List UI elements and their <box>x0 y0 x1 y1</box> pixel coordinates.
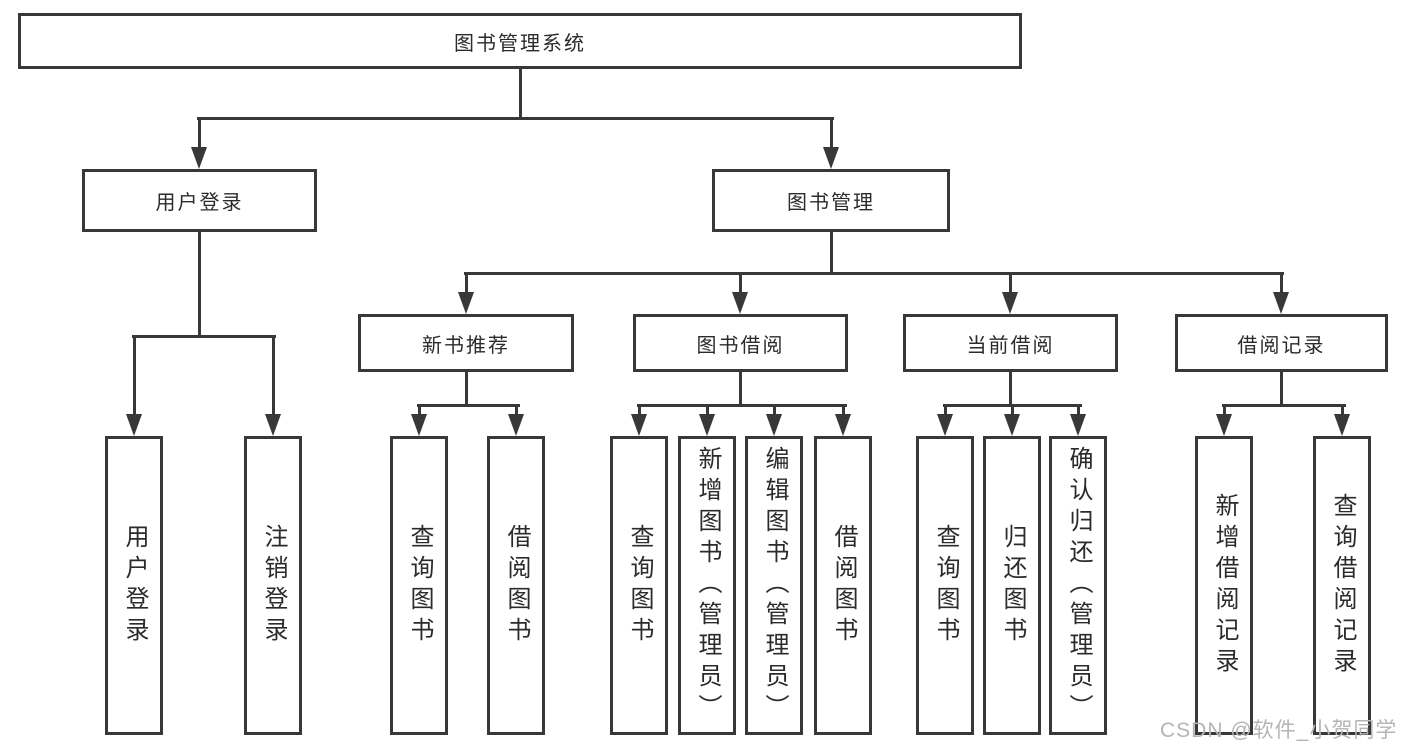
node-library-management-system: 图书管理系统 <box>18 13 1022 69</box>
arrow-down-icon <box>1273 292 1289 314</box>
arrow-down-icon <box>1004 414 1020 436</box>
connector-drop-leaf <box>133 335 136 417</box>
connector-drop-leaf <box>706 404 709 417</box>
arrow-down-icon <box>265 414 281 436</box>
leaf-label: 查询图书 <box>932 523 959 648</box>
leaf-logout: 注销登录 <box>244 436 302 735</box>
arrow-down-icon <box>937 414 953 436</box>
arrow-down-icon <box>766 414 782 436</box>
connector-drop-book-management <box>830 117 833 151</box>
node-label: 图书管理系统 <box>454 32 586 55</box>
connector-drop-leaf <box>1011 404 1014 417</box>
arrow-down-icon <box>191 147 207 169</box>
leaf-return-books: 归还图书 <box>983 436 1041 735</box>
leaf-confirm-return-admin: 确认归还（管理员） <box>1049 436 1107 735</box>
connector-drop-leaf <box>773 404 776 417</box>
node-current-borrowing: 当前借阅 <box>903 314 1118 372</box>
connector-root-bus <box>197 117 834 120</box>
leaf-add-borrow-record: 新增借阅记录 <box>1195 436 1253 735</box>
arrow-down-icon <box>699 414 715 436</box>
connector-drop-book-borrow <box>739 272 742 296</box>
arrow-down-icon <box>835 414 851 436</box>
connector-drop-leaf <box>515 404 518 417</box>
arrow-down-icon <box>1334 414 1350 436</box>
leaf-label: 编辑图书（管理员） <box>761 446 788 725</box>
node-label: 图书管理 <box>787 192 875 214</box>
leaf-label: 确认归还（管理员） <box>1065 446 1092 725</box>
leaf-add-books-admin: 新增图书（管理员） <box>678 436 736 735</box>
leaf-label: 借阅图书 <box>830 523 857 648</box>
connector-drop-leaf <box>1077 404 1080 417</box>
connector-drop-leaf <box>272 335 275 417</box>
node-label: 当前借阅 <box>966 334 1055 357</box>
connector-new-book-stem <box>465 372 468 407</box>
leaf-label: 新增借阅记录 <box>1211 492 1238 679</box>
leaf-label: 查询借阅记录 <box>1329 492 1356 679</box>
connector-user-login-stem <box>198 232 201 337</box>
connector-drop-leaf <box>944 404 947 417</box>
arrow-down-icon <box>126 414 142 436</box>
node-book-management: 图书管理 <box>712 169 950 232</box>
connector-drop-borrow-records <box>1280 272 1283 296</box>
connector-borrow-records-bus <box>1222 404 1346 407</box>
connector-drop-new-book <box>465 272 468 296</box>
connector-drop-leaf <box>1341 404 1344 417</box>
leaf-label: 新增图书（管理员） <box>694 446 721 725</box>
connector-drop-leaf <box>418 404 421 417</box>
csdn-watermark: CSDN @软件_小贺同学 <box>1160 719 1398 742</box>
connector-book-management-stem <box>830 232 833 274</box>
connector-book-management-bus <box>464 272 1284 275</box>
node-label: 用户登录 <box>155 192 244 214</box>
connector-drop-leaf <box>842 404 845 417</box>
connector-drop-leaf <box>638 404 641 417</box>
node-label: 借阅记录 <box>1237 334 1326 357</box>
node-label: 图书借阅 <box>696 334 785 357</box>
connector-drop-user-login <box>198 117 201 151</box>
connector-current-borrow-stem <box>1009 372 1012 407</box>
arrow-down-icon <box>411 414 427 436</box>
leaf-borrow-books-recommend: 借阅图书 <box>487 436 545 735</box>
node-user-login: 用户登录 <box>82 169 317 232</box>
leaf-label: 借阅图书 <box>503 523 530 648</box>
arrow-down-icon <box>1216 414 1232 436</box>
arrow-down-icon <box>458 292 474 314</box>
leaf-label: 查询图书 <box>626 523 653 648</box>
arrow-down-icon <box>1002 292 1018 314</box>
node-book-borrowing: 图书借阅 <box>633 314 848 372</box>
leaf-query-books-borrow: 查询图书 <box>610 436 668 735</box>
leaf-user-login: 用户登录 <box>105 436 163 735</box>
leaf-label: 用户登录 <box>121 523 148 648</box>
leaf-borrow-books: 借阅图书 <box>814 436 872 735</box>
connector-drop-current-borrow <box>1009 272 1012 296</box>
connector-user-login-bus <box>132 335 276 338</box>
connector-drop-leaf <box>1223 404 1226 417</box>
arrow-down-icon <box>508 414 524 436</box>
arrow-down-icon <box>1070 414 1086 436</box>
leaf-query-borrow-record: 查询借阅记录 <box>1313 436 1371 735</box>
node-borrowing-records: 借阅记录 <box>1175 314 1388 372</box>
node-new-book-recommend: 新书推荐 <box>358 314 574 372</box>
leaf-query-books-recommend: 查询图书 <box>390 436 448 735</box>
connector-book-borrow-bus <box>637 404 847 407</box>
connector-root-stem <box>519 69 522 119</box>
leaf-edit-books-admin: 编辑图书（管理员） <box>745 436 803 735</box>
node-label: 新书推荐 <box>422 334 510 357</box>
connector-borrow-records-stem <box>1280 372 1283 407</box>
leaf-label: 查询图书 <box>406 523 433 648</box>
leaf-label: 归还图书 <box>999 523 1026 648</box>
arrow-down-icon <box>823 147 839 169</box>
arrow-down-icon <box>732 292 748 314</box>
connector-book-borrow-stem <box>739 372 742 407</box>
leaf-label: 注销登录 <box>260 523 287 648</box>
connector-new-book-bus <box>417 404 520 407</box>
leaf-query-books-current: 查询图书 <box>916 436 974 735</box>
arrow-down-icon <box>631 414 647 436</box>
